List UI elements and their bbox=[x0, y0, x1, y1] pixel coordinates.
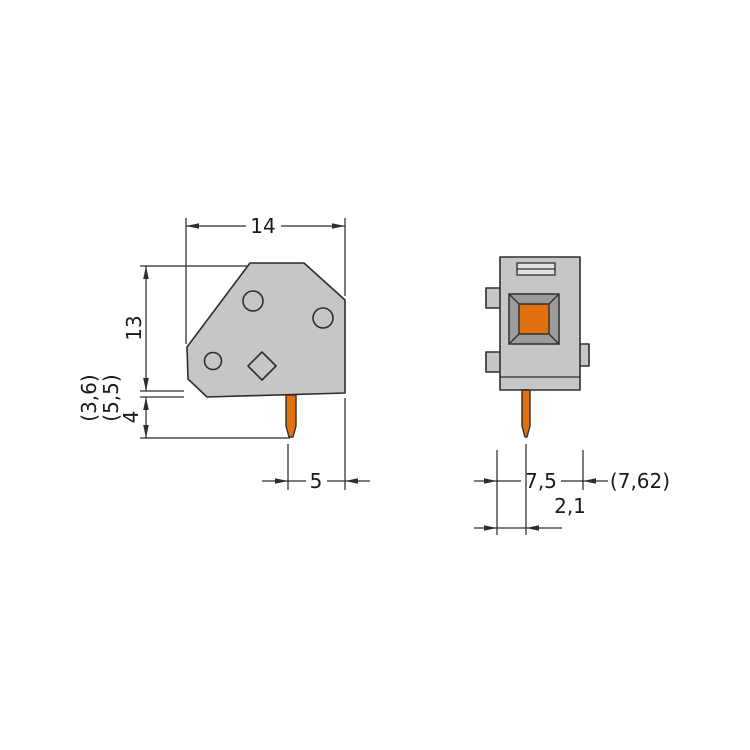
arrowhead bbox=[143, 266, 149, 279]
dimension-label-pin-length-alt-b: (5,5) bbox=[99, 374, 123, 421]
dimension-label-pitch-alt: (7,62) bbox=[610, 469, 670, 493]
front-view: 7,5 (7,62) 2,1 bbox=[474, 256, 670, 535]
arrowhead bbox=[484, 478, 497, 484]
dim-pin-offset-2-1: 2,1 bbox=[474, 444, 586, 535]
dimension-label-height: 13 bbox=[122, 315, 146, 340]
dimension-label-width: 14 bbox=[250, 214, 275, 238]
push-button-actuator bbox=[518, 303, 550, 335]
front-view-solder-pin bbox=[521, 389, 531, 438]
latch-tab-upper-left bbox=[485, 287, 502, 309]
dimension-label-pin-length: 4 bbox=[119, 411, 143, 424]
latch-tab-lower-left bbox=[485, 351, 502, 373]
arrowhead bbox=[143, 397, 149, 410]
wire-entry-hole bbox=[242, 290, 264, 312]
arrowhead bbox=[143, 378, 149, 391]
diamond-opening bbox=[247, 351, 277, 381]
arrowhead bbox=[526, 525, 539, 531]
dimension-label-pin-length-alt-a: (3,6) bbox=[77, 374, 101, 421]
arrowhead bbox=[275, 478, 288, 484]
dim-pin-to-edge-5: 5 bbox=[262, 398, 370, 493]
arrowhead bbox=[186, 223, 199, 229]
bevel-line bbox=[508, 333, 520, 345]
dimension-label-pin-to-edge: 5 bbox=[310, 469, 323, 493]
dimension-label-pitch: 7,5 bbox=[525, 469, 557, 493]
side-view-housing bbox=[186, 262, 346, 398]
arrowhead bbox=[484, 525, 497, 531]
arrowhead bbox=[345, 478, 358, 484]
dim-pitch-7-5: 7,5 (7,62) bbox=[474, 450, 670, 535]
operating-hole bbox=[312, 307, 334, 329]
test-hole bbox=[203, 351, 223, 371]
push-button bbox=[508, 293, 560, 345]
dim-pin-length-4: 4 (3,6) (5,5) bbox=[77, 374, 290, 439]
arrowhead bbox=[143, 425, 149, 438]
bevel-line bbox=[548, 333, 560, 345]
dim-width-14: 14 bbox=[185, 214, 346, 344]
side-view-solder-pin bbox=[285, 394, 297, 438]
arrowhead bbox=[332, 223, 345, 229]
bevel-line bbox=[508, 293, 520, 305]
dim-height-13: 13 bbox=[122, 265, 247, 392]
bevel-line bbox=[548, 293, 560, 305]
side-view: 14 13 4 (3,6) (5,5) bbox=[77, 214, 370, 493]
arrowhead bbox=[583, 478, 596, 484]
dimension-label-pin-offset: 2,1 bbox=[554, 494, 586, 518]
